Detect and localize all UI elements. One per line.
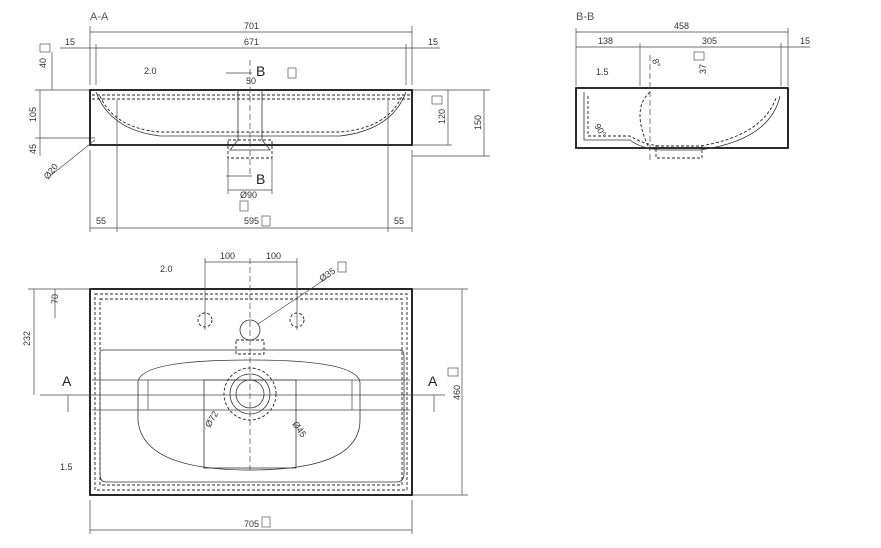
top-view-outline <box>40 258 445 496</box>
svg-text:460: 460 <box>452 385 462 400</box>
svg-text:2.0: 2.0 <box>144 66 157 76</box>
dim-right-vertical: 120 150 <box>412 89 490 157</box>
dim-701: 701 <box>89 21 413 85</box>
section-b-title: B-B <box>576 11 594 23</box>
svg-text:70: 70 <box>50 294 60 304</box>
svg-text:Ø35: Ø35 <box>317 266 337 284</box>
svg-text:1.5: 1.5 <box>596 67 609 77</box>
svg-text:1.5: 1.5 <box>60 462 73 472</box>
svg-text:120: 120 <box>437 109 447 124</box>
tolerance-symbol <box>287 67 297 79</box>
svg-text:15: 15 <box>65 37 75 47</box>
svg-text:55: 55 <box>96 216 106 226</box>
tolerance-symbol <box>39 43 51 53</box>
dim-top-left: 70 232 <box>22 288 92 395</box>
svg-text:105: 105 <box>28 107 38 122</box>
svg-text:100: 100 <box>266 251 281 261</box>
drain-circles <box>223 339 277 421</box>
svg-text:701: 701 <box>244 21 259 31</box>
svg-text:Ø72: Ø72 <box>203 409 220 429</box>
svg-text:Ø20: Ø20 <box>42 162 60 182</box>
svg-text:305: 305 <box>702 36 717 46</box>
svg-text:37: 37 <box>698 64 708 74</box>
svg-text:138: 138 <box>598 36 613 46</box>
svg-text:100: 100 <box>220 251 235 261</box>
svg-text:15: 15 <box>428 37 438 47</box>
svg-text:458: 458 <box>674 21 689 31</box>
dim-bottom: 55 595 55 <box>89 100 413 232</box>
dim-left-vertical: 40 105 45 <box>28 52 95 156</box>
svg-text:55: 55 <box>394 216 404 226</box>
svg-text:232: 232 <box>22 331 32 346</box>
svg-text:50: 50 <box>246 76 256 86</box>
svg-text:Ø45: Ø45 <box>290 419 308 439</box>
cut-label-a-right: A <box>428 373 438 389</box>
section-a-title: A-A <box>90 11 109 23</box>
svg-text:150: 150 <box>473 115 483 130</box>
dim-705: 705 <box>89 500 413 534</box>
svg-text:671: 671 <box>244 37 259 47</box>
svg-text:8°: 8° <box>650 57 662 69</box>
dim-458: 458 <box>575 21 789 86</box>
dim-bb-parts: 138 305 15 <box>576 36 810 86</box>
cut-label-a-left: A <box>62 373 72 389</box>
svg-text:2.0: 2.0 <box>160 264 173 274</box>
tap-holes <box>197 312 305 341</box>
cut-label-b-bottom: B <box>256 171 265 187</box>
svg-text:Ø90: Ø90 <box>240 190 257 200</box>
svg-text:15: 15 <box>800 36 810 46</box>
dim-drain-90: Ø90 <box>227 158 273 212</box>
svg-text:45: 45 <box>28 144 38 154</box>
cut-label-b-top: B <box>256 63 265 79</box>
svg-text:40: 40 <box>38 58 48 68</box>
dim-671: 671 15 15 <box>60 37 440 85</box>
section-bb-basin <box>575 55 789 160</box>
dim-460: 460 <box>412 288 468 496</box>
dim-tap-spacing: 100 100 <box>204 251 298 330</box>
svg-text:595: 595 <box>244 216 259 226</box>
svg-text:705: 705 <box>244 519 259 529</box>
